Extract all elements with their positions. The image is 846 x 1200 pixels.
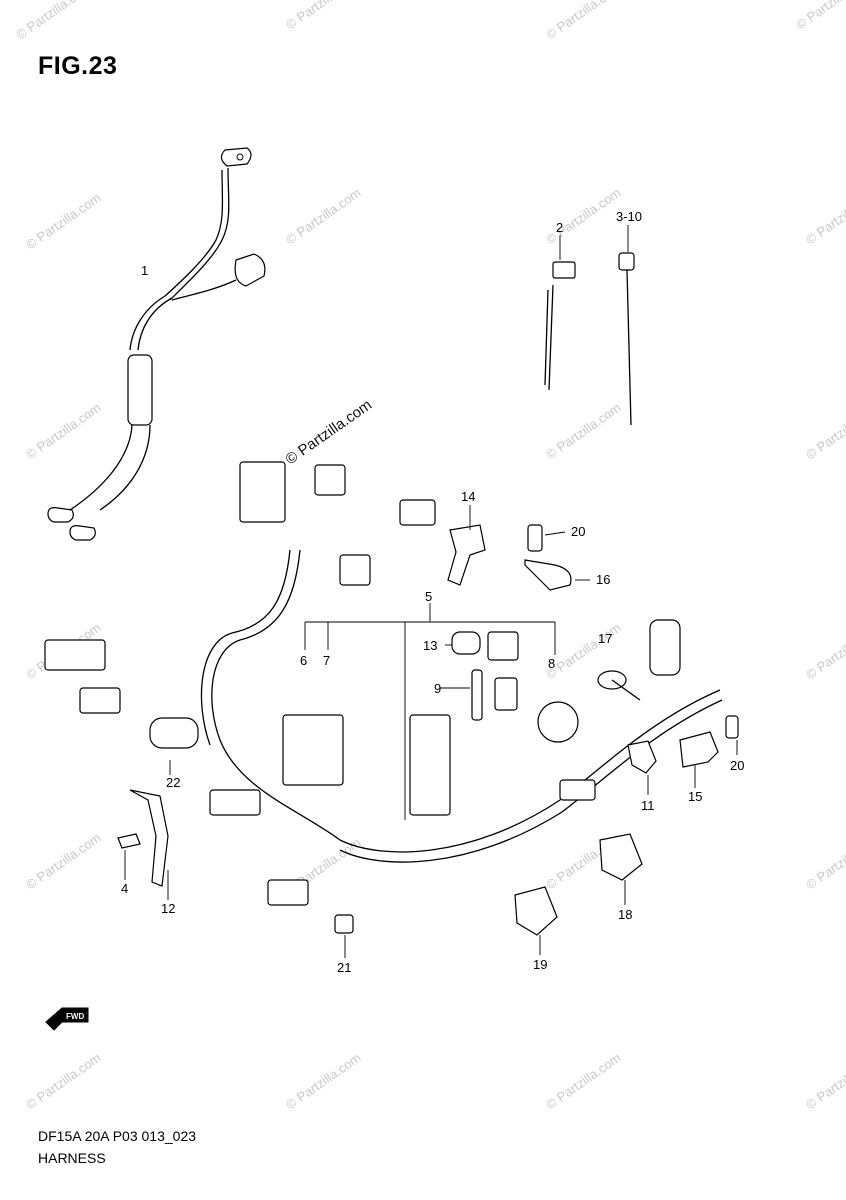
part-1-battery-cable (47, 147, 266, 541)
callout-labels: 1 2 3-10 14 20 16 5 17 13 6 7 8 9 22 20 … (121, 209, 744, 975)
part-4-bolt (117, 833, 141, 849)
callout-5: 5 (425, 589, 432, 604)
watermark: © Partzilla.com (803, 620, 846, 683)
part-3-10-cable-tie (618, 252, 635, 426)
watermark: © Partzilla.com (803, 830, 846, 893)
part-19-clamp (514, 886, 558, 936)
callout-20a: 20 (571, 524, 585, 539)
callout-14: 14 (461, 489, 475, 504)
fwd-label: FWD (66, 1012, 84, 1021)
part-22-sleeve (149, 717, 199, 749)
watermark: © Partzilla.com (803, 1050, 846, 1113)
part-20-screw-a (527, 524, 543, 552)
watermark: © Partzilla.com (23, 1050, 103, 1113)
part-21-bolt (334, 914, 354, 934)
part-17-tie (597, 670, 641, 701)
callout-22: 22 (166, 775, 180, 790)
diagram-name: HARNESS (38, 1150, 106, 1166)
callout-17: 17 (598, 631, 612, 646)
watermark: © Partzilla.com (283, 1050, 363, 1113)
fwd-arrow-icon: FWD (45, 1007, 89, 1031)
callout-20b: 20 (730, 758, 744, 773)
callout-15: 15 (688, 789, 702, 804)
callout-12: 12 (161, 901, 175, 916)
callout-1: 1 (141, 263, 148, 278)
watermark-grid: © Partzilla.com © Partzilla.com © Partzi… (13, 0, 846, 1112)
part-2-lead (544, 261, 576, 391)
watermark: © Partzilla.com (543, 185, 623, 248)
leader-lines (124, 225, 738, 958)
callout-11: 11 (641, 798, 655, 813)
watermark: © Partzilla.com (23, 400, 103, 463)
part-18-clamp (599, 833, 643, 881)
part-11-clamp (627, 740, 657, 774)
watermark: © Partzilla.com (23, 190, 103, 253)
callout-13: 13 (423, 638, 437, 653)
figure-title: FIG.23 (38, 52, 118, 80)
watermark: © Partzilla.com (543, 1050, 623, 1113)
callout-7: 7 (323, 653, 330, 668)
callout-2: 2 (556, 220, 563, 235)
callout-3-10: 3-10 (616, 209, 642, 224)
part-13-gasket (451, 631, 519, 661)
callout-8: 8 (548, 656, 555, 671)
diagram-code: DF15A 20A P03 013_023 (38, 1128, 197, 1144)
watermark: © Partzilla.com (803, 400, 846, 463)
part-12-bracket (129, 789, 169, 887)
watermark: © Partzilla.com (283, 185, 363, 248)
part-20-screw-b (725, 715, 739, 739)
callout-9: 9 (434, 681, 441, 696)
watermark: © Partzilla.com (803, 185, 846, 248)
callout-brackets (304, 603, 556, 820)
part-9-sensor (471, 669, 518, 721)
part-14-bracket (447, 524, 486, 586)
watermark: © Partzilla.com (13, 0, 93, 42)
callout-4: 4 (121, 881, 128, 896)
watermark-center: © Partzilla.com (283, 396, 376, 468)
watermark: © Partzilla.com (283, 0, 363, 32)
callout-18: 18 (618, 907, 632, 922)
part-16-clamp (524, 559, 572, 591)
callout-19: 19 (533, 957, 547, 972)
callout-16: 16 (596, 572, 610, 587)
callout-6: 6 (300, 653, 307, 668)
part-15-bracket (679, 731, 719, 768)
main-harness (44, 461, 723, 906)
callout-21: 21 (337, 960, 351, 975)
watermark: © Partzilla.com (543, 400, 623, 463)
watermark: © Partzilla.com (543, 0, 623, 42)
watermark: © Partzilla.com (23, 830, 103, 893)
watermark: © Partzilla.com (793, 0, 846, 32)
